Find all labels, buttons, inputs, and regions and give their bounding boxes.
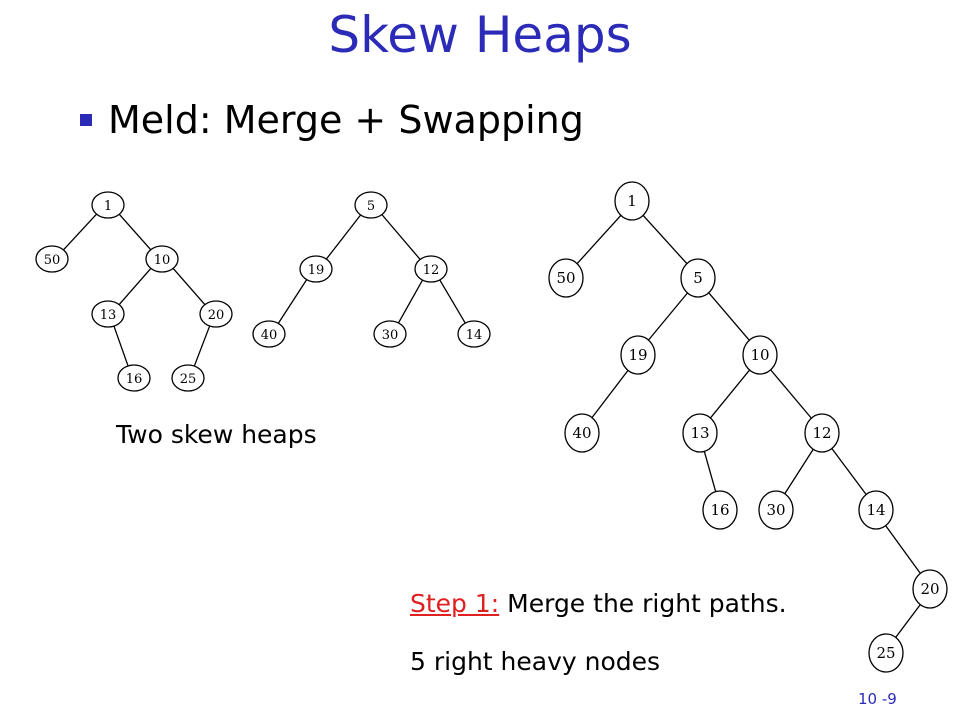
node-16: 16: [702, 490, 738, 530]
edge-12-30: [397, 279, 424, 324]
node-5: 5: [680, 258, 716, 298]
node-16: 16: [117, 364, 151, 392]
edge-20-25: [894, 603, 922, 639]
node-label-25: 25: [180, 372, 197, 387]
step-label: Step 1:: [410, 589, 500, 618]
node-label-25: 25: [876, 644, 895, 662]
node-label-10: 10: [154, 253, 171, 268]
edge-1-50: [576, 214, 622, 265]
two-heaps-caption: Two skew heaps: [116, 420, 317, 449]
node-30: 30: [373, 320, 407, 348]
node-label-19: 19: [628, 346, 647, 364]
node-label-30: 30: [382, 328, 399, 343]
slide-title: Skew Heaps: [328, 6, 632, 64]
node-label-1: 1: [627, 192, 637, 210]
node-50: 50: [548, 258, 584, 298]
merged-heap: 1 50 5 19 10 40 13 12 16 30 14 20 25: [548, 181, 948, 673]
node-14: 14: [858, 490, 894, 530]
skew-heap-b: 5 19 12 40 30 14: [252, 191, 491, 348]
step-caption: Step 1: Merge the right paths.: [410, 589, 787, 618]
node-10: 10: [742, 335, 778, 375]
edge-19-40: [277, 278, 308, 325]
node-50: 50: [35, 245, 69, 273]
node-label-50: 50: [44, 253, 61, 268]
step-text: Merge the right paths.: [499, 589, 787, 618]
edge-13-16: [113, 325, 129, 367]
node-19: 19: [299, 255, 333, 283]
node-5: 5: [354, 191, 388, 219]
node-label-12: 12: [423, 263, 440, 278]
node-20: 20: [912, 569, 948, 609]
edge-12-14: [438, 278, 467, 325]
edge-1-50: [62, 213, 98, 251]
node-label-50: 50: [556, 269, 575, 287]
node-14: 14: [457, 320, 491, 348]
node-40: 40: [252, 320, 286, 348]
edge-5-12: [380, 213, 422, 261]
edge-5-19: [647, 291, 689, 342]
right-heavy-note: 5 right heavy nodes: [410, 647, 661, 676]
node-13: 13: [682, 413, 718, 453]
node-label-14: 14: [466, 328, 483, 343]
edge-5-19: [325, 213, 362, 261]
node-label-19: 19: [308, 263, 325, 278]
node-25: 25: [171, 364, 205, 392]
edge-19-40: [590, 369, 630, 419]
edge-10-13: [118, 267, 152, 306]
node-12: 12: [414, 255, 448, 283]
node-label-40: 40: [261, 328, 278, 343]
edge-12-14: [830, 447, 868, 496]
edge-10-12: [769, 368, 813, 420]
node-label-1: 1: [104, 199, 112, 214]
edge-14-20: [884, 524, 922, 575]
slide-number: 10 -9: [858, 690, 897, 708]
node-10: 10: [145, 245, 179, 273]
edge-10-20: [172, 267, 206, 306]
node-30: 30: [758, 490, 794, 530]
node-19: 19: [620, 335, 656, 375]
node-40: 40: [564, 413, 600, 453]
edge-13-16: [703, 450, 717, 493]
node-1: 1: [614, 181, 650, 221]
node-label-16: 16: [710, 501, 729, 519]
edge-20-25: [193, 325, 211, 367]
node-label-12: 12: [812, 424, 831, 442]
node-label-20: 20: [920, 580, 939, 598]
node-label-5: 5: [367, 199, 375, 214]
node-label-13: 13: [690, 424, 709, 442]
edge-12-30: [783, 448, 815, 495]
edge-10-13: [709, 368, 751, 420]
bullet-text: Meld: Merge + Swapping: [108, 98, 584, 142]
node-25: 25: [868, 633, 904, 673]
node-20: 20: [199, 300, 233, 328]
edge-1-10: [118, 213, 152, 251]
bullet-square-icon: [80, 114, 92, 126]
node-1: 1: [91, 191, 125, 219]
edge-5-10: [707, 291, 751, 342]
node-12: 12: [804, 413, 840, 453]
node-label-5: 5: [693, 269, 703, 287]
skew-heap-a: 1 50 10 13 20 16 25: [35, 191, 233, 392]
edge-1-5: [642, 214, 688, 265]
node-label-13: 13: [100, 308, 117, 323]
node-label-40: 40: [572, 424, 591, 442]
node-label-14: 14: [866, 501, 885, 519]
node-label-20: 20: [208, 308, 225, 323]
node-label-30: 30: [766, 501, 785, 519]
node-label-16: 16: [126, 372, 143, 387]
bullet-item: Meld: Merge + Swapping: [80, 98, 584, 142]
node-13: 13: [91, 300, 125, 328]
node-label-10: 10: [750, 346, 769, 364]
